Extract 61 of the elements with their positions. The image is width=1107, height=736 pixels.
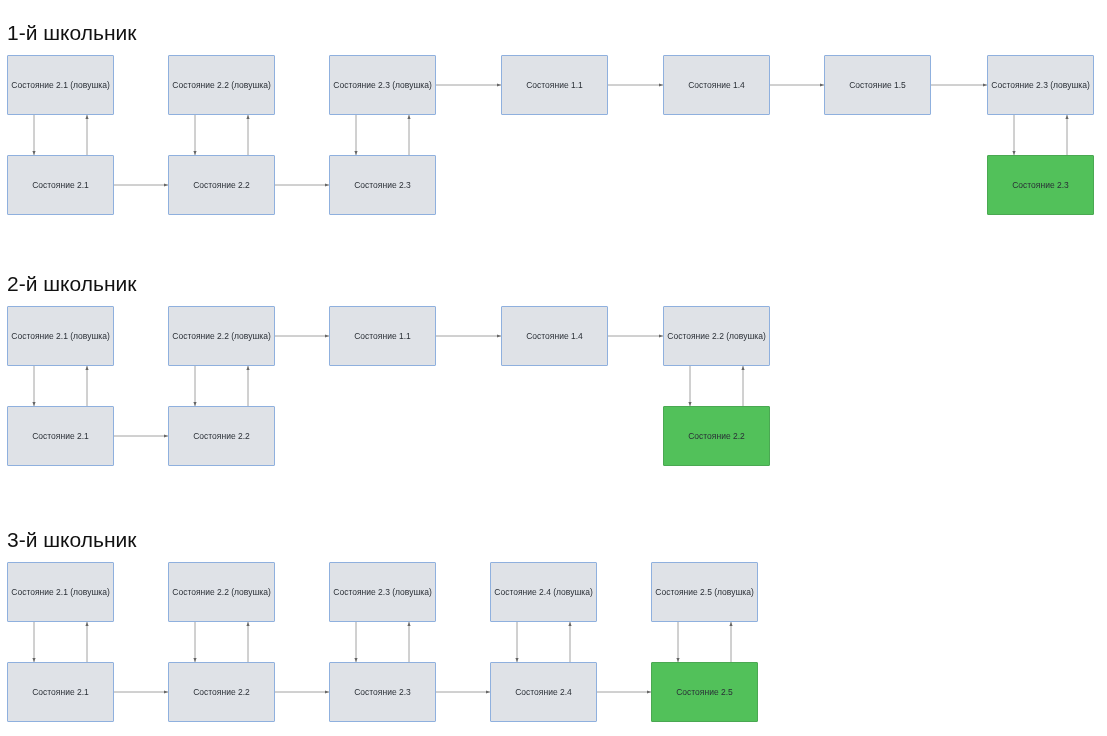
section-heading: 1-й школьник <box>7 21 137 45</box>
state-label: Состояние 2.3 (ловушка) <box>991 79 1090 91</box>
state-label: Состояние 2.2 (ловушка) <box>667 330 766 342</box>
state-label: Состояние 2.1 (ловушка) <box>11 330 110 342</box>
state-label: Состояние 1.4 <box>526 330 583 342</box>
state-label: Состояние 2.2 <box>193 430 250 442</box>
state-box <box>651 562 758 622</box>
final-state-box <box>663 406 770 466</box>
state-box <box>490 662 597 722</box>
state-box <box>7 155 114 215</box>
state-box <box>168 406 275 466</box>
state-box <box>7 662 114 722</box>
state-box <box>7 406 114 466</box>
state-label: Состояние 2.1 (ловушка) <box>11 586 110 598</box>
state-box <box>329 306 436 366</box>
state-box <box>329 562 436 622</box>
state-box <box>663 55 770 115</box>
state-label: Состояние 2.3 <box>354 179 411 191</box>
state-label: Состояние 2.2 (ловушка) <box>172 586 271 598</box>
state-box <box>168 55 275 115</box>
state-box <box>490 562 597 622</box>
state-label: Состояние 2.2 (ловушка) <box>172 79 271 91</box>
state-box <box>168 662 275 722</box>
state-box <box>7 562 114 622</box>
state-box <box>987 55 1094 115</box>
final-state-box <box>987 155 1094 215</box>
state-box <box>663 306 770 366</box>
state-label: Состояние 2.3 <box>1012 179 1069 191</box>
state-label: Состояние 1.1 <box>354 330 411 342</box>
state-label: Состояние 2.3 (ловушка) <box>333 586 432 598</box>
state-box <box>329 662 436 722</box>
state-label: Состояние 2.5 (ловушка) <box>655 586 754 598</box>
state-label: Состояние 2.1 <box>32 179 89 191</box>
state-label: Состояние 2.2 (ловушка) <box>172 330 271 342</box>
state-box <box>329 55 436 115</box>
state-box <box>501 55 608 115</box>
state-label: Состояние 2.2 <box>193 686 250 698</box>
section-heading: 2-й школьник <box>7 272 137 296</box>
state-label: Состояние 2.3 (ловушка) <box>333 79 432 91</box>
state-box <box>168 306 275 366</box>
state-box <box>329 155 436 215</box>
state-label: Состояние 2.5 <box>676 686 733 698</box>
state-box <box>7 306 114 366</box>
state-box <box>501 306 608 366</box>
state-label: Состояние 2.4 <box>515 686 572 698</box>
section-heading: 3-й школьник <box>7 528 137 552</box>
state-label: Состояние 2.1 <box>32 430 89 442</box>
state-label: Состояние 2.2 <box>688 430 745 442</box>
state-box <box>7 55 114 115</box>
state-label: Состояние 2.2 <box>193 179 250 191</box>
state-label: Состояние 2.4 (ловушка) <box>494 586 593 598</box>
state-box <box>168 562 275 622</box>
final-state-box <box>651 662 758 722</box>
state-label: Состояние 1.4 <box>688 79 745 91</box>
state-label: Состояние 2.3 <box>354 686 411 698</box>
state-label: Состояние 1.1 <box>526 79 583 91</box>
state-box <box>168 155 275 215</box>
state-box <box>824 55 931 115</box>
state-label: Состояние 1.5 <box>849 79 906 91</box>
state-label: Состояние 2.1 (ловушка) <box>11 79 110 91</box>
state-label: Состояние 2.1 <box>32 686 89 698</box>
